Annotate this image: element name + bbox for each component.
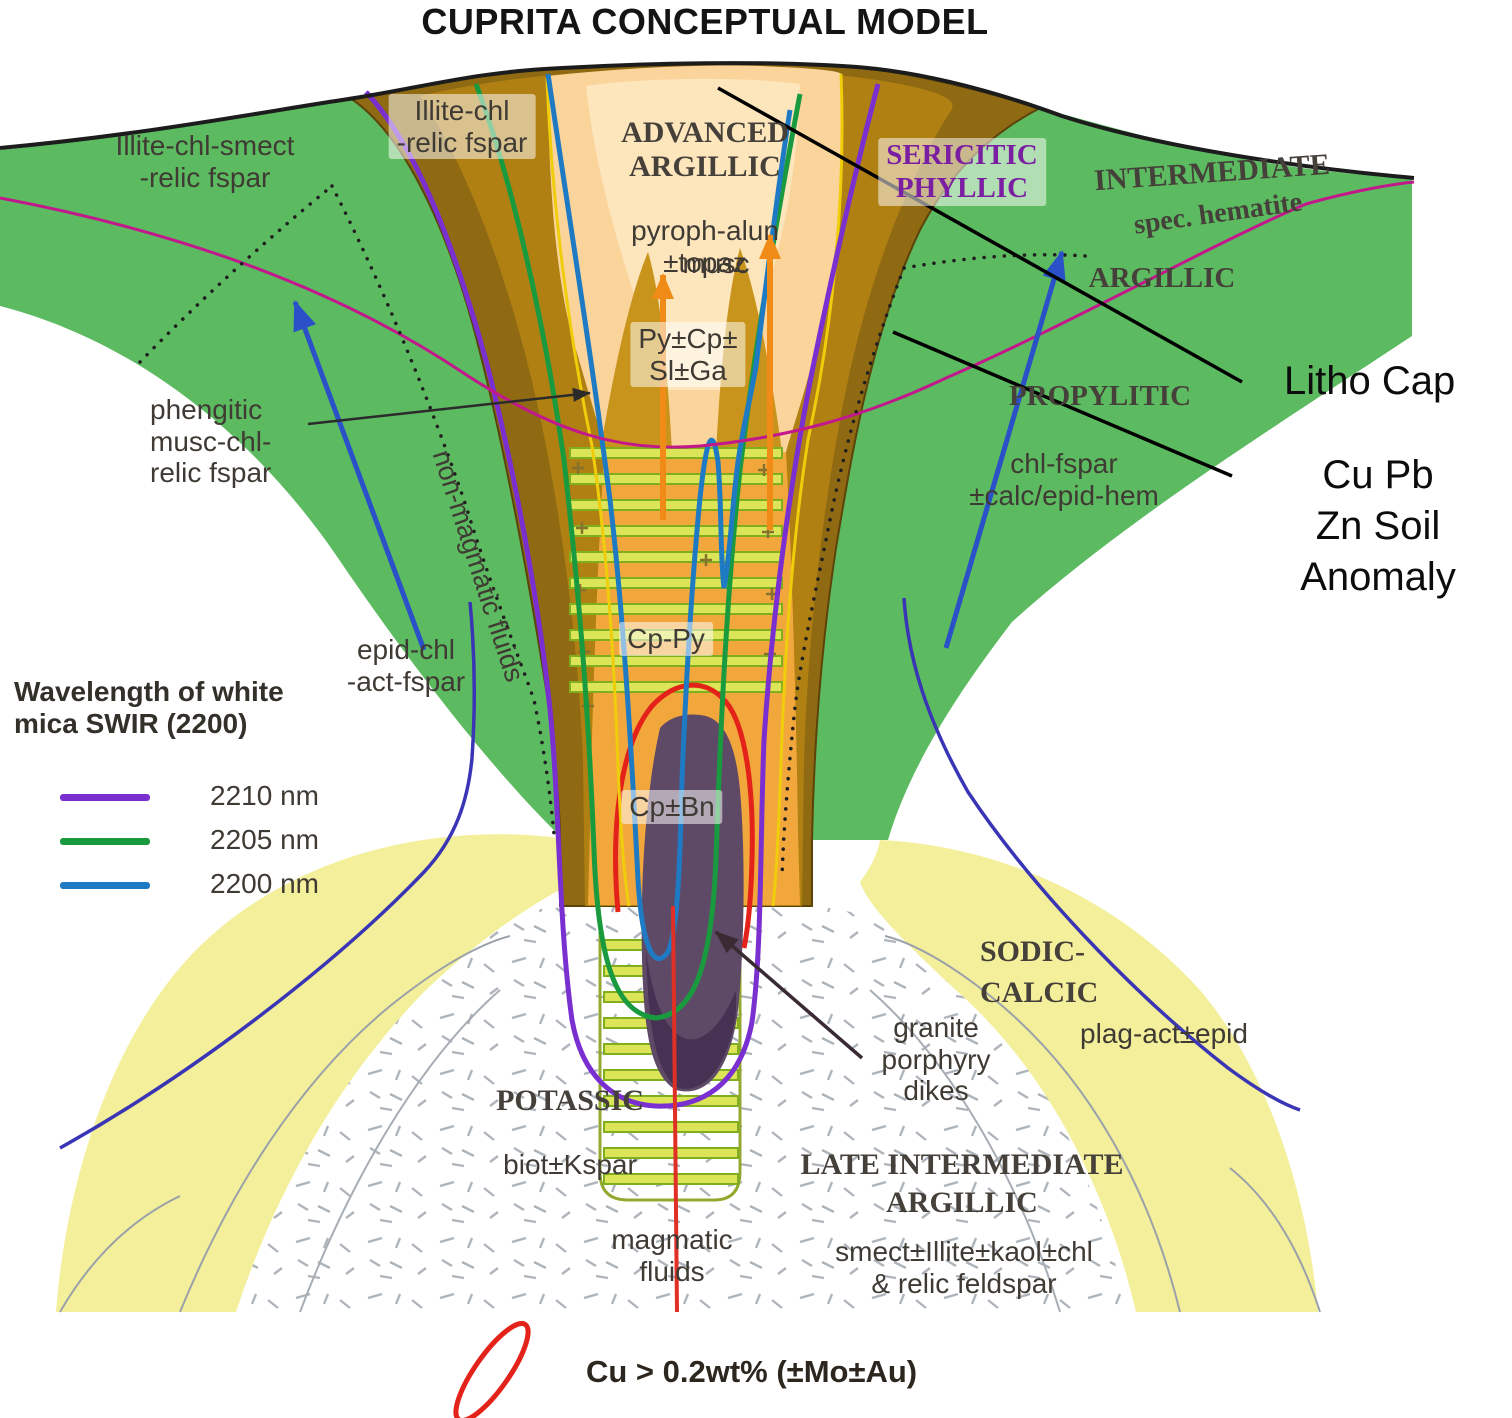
- advanced-argillic-title: ADVANCED ARGILLIC: [621, 115, 789, 183]
- potassic-minerals: biot±Kspar: [503, 1149, 637, 1181]
- zone-label-late-intermediate-argillic: LATE INTERMEDIATE ARGILLIC: [800, 1148, 1124, 1219]
- yellow-contour-left: [545, 77, 631, 907]
- page-title: CUPRITA CONCEPTUAL MODEL: [421, 1, 989, 42]
- legend-label-2205: 2205 nm: [210, 824, 319, 855]
- porphyry-dike-deep: [646, 950, 736, 1089]
- legend-label-2200: 2200 nm: [210, 868, 319, 899]
- yellow-zone-right: [860, 840, 1318, 1312]
- magenta-boundary-line: [0, 180, 1415, 449]
- cu-grade-label: Cu > 0.2wt% (±Mo±Au): [586, 1354, 918, 1389]
- annotation-soil-anomaly: Cu Pb Zn Soil Anomaly: [1300, 453, 1456, 600]
- zone-label-sericitic-phyllic: SERICITIC PHYLLIC: [878, 138, 1046, 206]
- zone-label-advanced-argillic: ADVANCED ARGILLIC pyroph-alun ±topaz: [621, 84, 789, 310]
- zone-label-illite-chl-smect: Illite-chl-smect -relic fspar: [115, 130, 295, 193]
- zone-label-epid-chl: epid-chl -act-fspar: [346, 634, 466, 697]
- propylitic-zone-left: [0, 98, 560, 836]
- zone-label-argillic: ARGILLIC: [1088, 262, 1236, 294]
- zone-label-py-cp-sl-ga: Py±Cp± Sl±Ga: [630, 322, 746, 388]
- zone-label-potassic: POTASSIC biot±Kspar: [496, 1052, 644, 1212]
- zone-label-chl-fspar: chl-fspar ±calc/epid-hem: [969, 448, 1159, 511]
- phengitic-pointer-arrow: [307, 387, 591, 426]
- non-magmatic-arrow-left: [292, 300, 427, 651]
- litho-cap-pointer-line: [717, 86, 1243, 384]
- potassic-title: POTASSIC: [496, 1083, 644, 1117]
- propylitic-zone-right: [812, 108, 1412, 840]
- zone-label-sodic-calcic: SODIC- CALCIC: [980, 935, 1099, 1009]
- legend-swatch-2200: [60, 882, 150, 889]
- sodic-calcic-line-left: [59, 601, 476, 1150]
- annotation-litho-cap: Litho Cap: [1284, 359, 1456, 403]
- zone-label-propylitic: PROPYLITIC: [1008, 380, 1192, 412]
- yellow-contour-right: [771, 73, 844, 907]
- zone-label-musc: musc: [682, 248, 750, 279]
- dike-pointer-arrow: [714, 930, 864, 1060]
- soil-anomaly-pointer-line: [892, 330, 1233, 478]
- zone-label-illite-chl: Illite-chl -relic fspar: [388, 94, 536, 160]
- zone-label-smect-illite: smect±Illite±kaol±chl & relic feldspar: [835, 1236, 1093, 1299]
- contour-2210: [364, 83, 881, 1109]
- non-magmatic-arrow-right: [943, 250, 1066, 649]
- legend-swatch-2210: [60, 794, 150, 801]
- contour-2205: [473, 83, 803, 1021]
- terrain-outlines: [59, 935, 1321, 1313]
- zone-label-plag-act-epid: plag-act±epid: [1080, 1018, 1248, 1049]
- zone-label-cp-py: Cp-Py: [619, 622, 713, 656]
- magmatic-conduit-line: [671, 905, 679, 1313]
- zone-label-cp-bn: Cp±Bn: [621, 790, 723, 824]
- legend-swatch-2205: [60, 838, 150, 845]
- legend-label-2210: 2210 nm: [210, 780, 319, 811]
- zone-label-granite-porphyry-dikes: granite porphyry dikes: [881, 1012, 991, 1107]
- legend-title: Wavelength of white mica SWIR (2200): [14, 676, 284, 739]
- sodic-calcic-line-right: [902, 597, 1301, 1112]
- zone-label-phengitic: phengitic musc-chl- relic fspar: [150, 394, 272, 489]
- zone-label-magmatic-fluids: magmatic fluids: [611, 1224, 733, 1287]
- advanced-argillic-minerals: pyroph-alun ±topaz: [631, 215, 779, 278]
- ore-shell-outline: [613, 682, 755, 949]
- cu-grade-ellipse-icon: [453, 1320, 531, 1418]
- surface-line: [0, 61, 1415, 180]
- yellow-zone-left: [56, 834, 576, 1312]
- musc-wedge-right: [716, 248, 782, 452]
